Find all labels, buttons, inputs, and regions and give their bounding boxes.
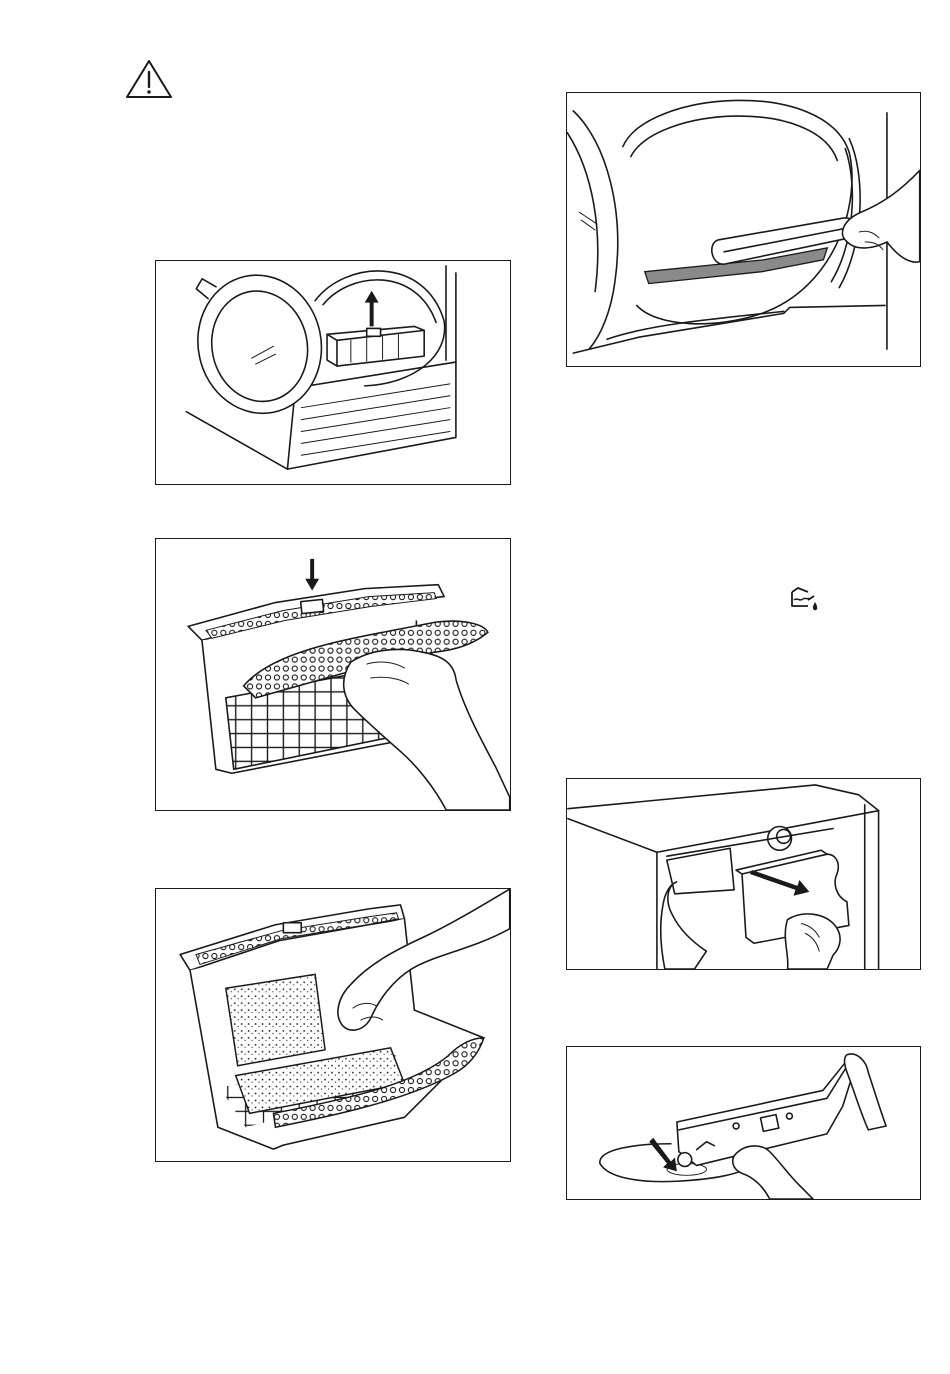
figure-empty-tank bbox=[566, 1046, 921, 1200]
figure-clean-filter bbox=[155, 888, 511, 1162]
water-tank-pull-out-illustration bbox=[567, 779, 920, 969]
figure-remove-filter bbox=[155, 260, 511, 485]
filter-cleaning-illustration bbox=[156, 889, 510, 1161]
figure-pull-tank bbox=[566, 778, 921, 970]
door-seal-vacuum-illustration bbox=[567, 93, 920, 366]
dryer-filter-removal-illustration bbox=[156, 261, 510, 484]
warning-triangle-icon bbox=[124, 58, 174, 100]
figure-vacuum-seal bbox=[566, 92, 921, 367]
water-container-empty-icon bbox=[788, 586, 822, 614]
water-tank-emptying-illustration bbox=[567, 1047, 920, 1199]
figure-open-filter bbox=[155, 538, 511, 811]
filter-press-open-illustration bbox=[156, 539, 510, 810]
